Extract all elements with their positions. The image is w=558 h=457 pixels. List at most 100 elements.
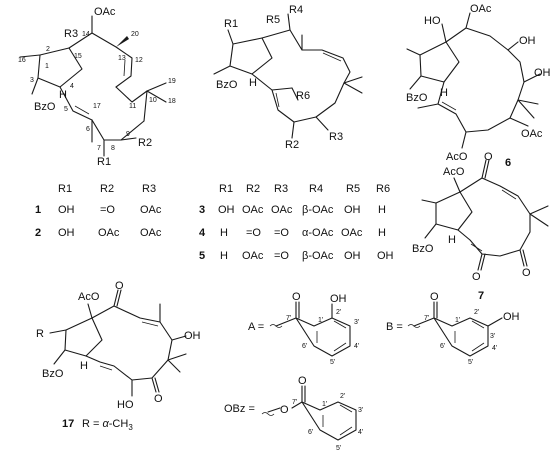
caption-prefix: R = [82, 418, 102, 430]
obz-label: BzO [412, 243, 434, 255]
oh-label-2: OH [534, 67, 551, 79]
group-b-label: B = [386, 321, 403, 333]
locant-18: 18 [168, 98, 176, 105]
locant-5prime: 5' [336, 445, 341, 452]
locant-3prime: 3' [490, 333, 495, 340]
table-cell: OAc [98, 227, 120, 239]
table-cell: OH [58, 204, 75, 216]
caption-alpha: α [102, 418, 109, 430]
locant-9: 9 [126, 131, 130, 138]
aco-label: AcO [446, 151, 468, 163]
locant-6prime: 6' [302, 343, 307, 350]
table-cell: OH [58, 227, 75, 239]
locant-5: 5 [64, 106, 68, 113]
table-3-5: R1 R2 R3 R4 R5 R6 3 OH OAc OAc β-OAc OH … [199, 183, 394, 262]
r2-label: R2 [285, 139, 299, 151]
locant-14: 14 [82, 31, 90, 38]
oac-label-1: OAc [470, 3, 492, 15]
locant-17: 17 [93, 103, 101, 110]
ketone-o-label: O [154, 393, 163, 405]
h-label: H [440, 87, 448, 99]
table-cell: H [220, 250, 228, 262]
table-1-2: R1 R2 R3 1 OH =O OAc 2 OH OAc OAc [35, 183, 162, 239]
compound-id: 1 [35, 204, 41, 216]
group-obz-label: OBz = [224, 403, 255, 415]
table-cell: =O [274, 227, 289, 239]
table-cell: OH [344, 250, 361, 262]
compound-6-label: 6 [505, 157, 511, 169]
obz-label: BzO [406, 92, 428, 104]
table-cell: OAc [140, 204, 162, 216]
table-cell: OAc [242, 204, 264, 216]
compound-id: 4 [199, 227, 206, 239]
locant-11: 11 [129, 103, 136, 110]
table-3-5-header-r3: R3 [274, 183, 288, 195]
table-cell: OH [218, 204, 235, 216]
table-cell: =O [274, 250, 289, 262]
group-obz: OBz = O O 7' 1' 2' 3' 4' 5' 6' [224, 375, 363, 452]
ketone-o-label: O [522, 267, 531, 279]
h-label: H [59, 89, 67, 101]
oh-label: OH [184, 330, 201, 342]
structure-17: AcO O R OH BzO H HO O 17 R = α-CH3 [36, 280, 201, 432]
table-cell: OAc [271, 204, 293, 216]
r1-label: R1 [224, 18, 238, 30]
structure-1-2: OAc R3 BzO H R1 R2 16 2 1 3 15 4 5 6 7 8… [18, 6, 176, 168]
table-cell: OH [377, 250, 394, 262]
caption-subscript: 3 [128, 423, 133, 432]
group-a: A = O OH 7' 1' 2' 3' 4' 5' 6' [248, 291, 359, 366]
structure-3-5: R1 R5 R4 R6 R2 R3 BzO H [213, 4, 363, 151]
locant-20: 20 [131, 31, 139, 38]
r4-label: R4 [289, 4, 303, 16]
locant-4prime: 4' [354, 343, 359, 350]
obz-label: BzO [42, 368, 64, 380]
caption-suffix: -CH [109, 418, 129, 430]
ketone-o-label: O [115, 280, 124, 292]
locant-3: 3 [30, 77, 34, 84]
table-cell: =O [246, 227, 261, 239]
structure-6: HO OAc OH OH BzO H AcO OAc 6 [406, 3, 551, 169]
h-label: H [249, 77, 257, 89]
table-1-2-header-r3: R3 [142, 183, 156, 195]
table-1-2-header-r1: R1 [58, 183, 72, 195]
locant-1prime: 1' [318, 317, 323, 324]
table-1-2-header-r2: R2 [100, 183, 114, 195]
locant-7: 7 [97, 145, 101, 152]
r3-label: R3 [329, 131, 343, 143]
locant-3prime: 3' [358, 407, 363, 414]
carbonyl-o-label: O [430, 291, 439, 303]
table-cell: H [378, 204, 386, 216]
ketone-o-label: O [484, 151, 493, 163]
r1-label: R1 [97, 156, 111, 168]
r-label: R [36, 328, 44, 340]
compound-id: 3 [199, 204, 205, 216]
locant-10: 10 [149, 97, 157, 104]
table-cell: H [378, 227, 386, 239]
locant-2prime: 2' [336, 309, 341, 316]
locant-8: 8 [111, 145, 115, 152]
ester-o-label: O [280, 404, 289, 416]
locant-16: 16 [18, 57, 26, 64]
table-cell: β-OAc [302, 250, 334, 262]
locant-2: 2 [46, 46, 50, 53]
locant-19: 19 [168, 78, 176, 85]
r2-label: R2 [138, 137, 152, 149]
r6-label: R6 [296, 90, 310, 102]
table-3-5-header-r2: R2 [246, 183, 260, 195]
locant-15: 15 [74, 53, 82, 60]
carbonyl-o-label: O [292, 291, 301, 303]
locant-13: 13 [118, 55, 126, 62]
locant-5prime: 5' [330, 359, 335, 366]
oac-label: OAc [94, 6, 116, 18]
aco-label: AcO [78, 291, 100, 303]
locant-6prime: 6' [440, 343, 445, 350]
locant-12: 12 [135, 57, 143, 64]
obz-label: BzO [216, 79, 238, 91]
h-label: H [448, 234, 456, 246]
table-3-5-header-r5: R5 [346, 183, 360, 195]
table-cell: H [220, 227, 228, 239]
table-3-5-header-r4: R4 [309, 183, 323, 195]
compound-id: 2 [35, 227, 41, 239]
table-3-5-header-r6: R6 [376, 183, 390, 195]
